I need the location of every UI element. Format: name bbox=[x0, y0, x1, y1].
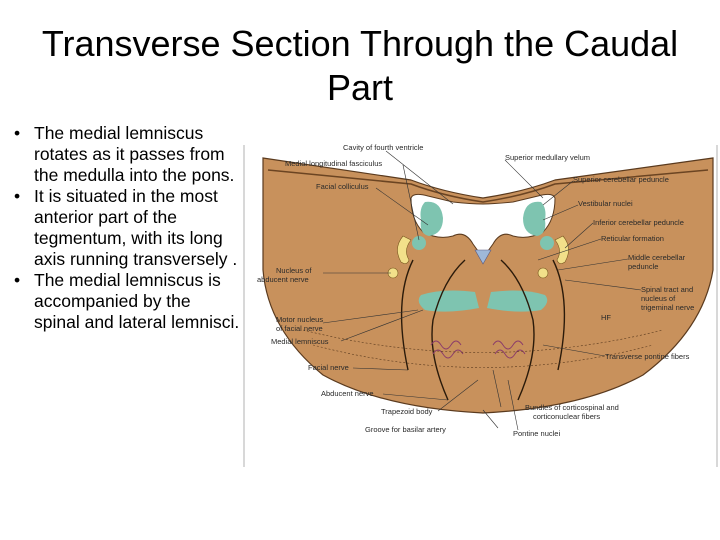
bullet-list: The medial lemniscus rotates as it passe… bbox=[10, 123, 240, 333]
label-mlf: Medial longitudinal fasciculus bbox=[285, 159, 382, 168]
medial-lemniscus-right bbox=[487, 290, 548, 312]
label-reticular: Reticular formation bbox=[601, 234, 664, 243]
mlf-right bbox=[540, 236, 554, 250]
pontine-fibers bbox=[430, 340, 526, 359]
label-facial-colliculus: Facial colliculus bbox=[316, 182, 369, 191]
pons-section-diagram: HF Cavity of fourth ventricle Medial lon… bbox=[243, 143, 718, 467]
label-inf-ped: Inferior cerebellar peduncle bbox=[593, 218, 684, 227]
label-medial-lemniscus: Medial lemniscus bbox=[271, 337, 329, 346]
abducent-nucleus-right bbox=[537, 267, 549, 279]
medial-lemniscus-left bbox=[418, 290, 479, 312]
mlf-left bbox=[412, 236, 426, 250]
label-transverse-pontine: Transverse pontine fibers bbox=[605, 352, 690, 361]
label-facial-nerve: Facial nerve bbox=[308, 363, 349, 372]
label-corticospinal: Bundles of corticospinal and corticonucl… bbox=[525, 403, 621, 421]
label-vestibular: Vestibular nuclei bbox=[578, 199, 633, 208]
label-abducent-nucleus: Nucleus of abducent nerve bbox=[257, 266, 314, 284]
pons-tissue bbox=[262, 157, 714, 414]
yellow-tract-right bbox=[554, 235, 569, 264]
label-abducent-nerve: Abducent nerve bbox=[321, 389, 374, 398]
label-pontine-nuclei: Pontine nuclei bbox=[513, 429, 560, 438]
yellow-tract-left bbox=[397, 235, 412, 264]
nerve-fibers bbox=[400, 259, 566, 401]
label-basilar-groove: Groove for basilar artery bbox=[365, 425, 446, 434]
midline-wedge bbox=[474, 249, 492, 265]
bullet-item: The medial lemniscus rotates as it passe… bbox=[10, 123, 240, 186]
label-mid-ped: Middle cerebellar peduncle bbox=[628, 253, 687, 271]
slide-title: Transverse Section Through the Caudal Pa… bbox=[41, 23, 679, 108]
label-sup-velum: Superior medullary velum bbox=[505, 153, 590, 162]
bullet-item: The medial lemniscus is accompanied by t… bbox=[10, 270, 240, 333]
label-sup-ped: Superior cerebellar peduncle bbox=[573, 175, 669, 184]
svg-text:HF: HF bbox=[601, 313, 611, 322]
vestibular-nucleus-left bbox=[420, 201, 443, 236]
bullet-item: It is situated in the most anterior part… bbox=[10, 186, 240, 270]
label-trigeminal: Spinal tract and nucleus of trigeminal n… bbox=[641, 285, 695, 312]
vestibular-nucleus-right bbox=[523, 201, 546, 236]
label-trapezoid: Trapezoid body bbox=[381, 407, 433, 416]
label-motor-facial: Motor nucleus of facial nerve bbox=[276, 315, 325, 333]
label-cavity: Cavity of fourth ventricle bbox=[343, 143, 423, 152]
